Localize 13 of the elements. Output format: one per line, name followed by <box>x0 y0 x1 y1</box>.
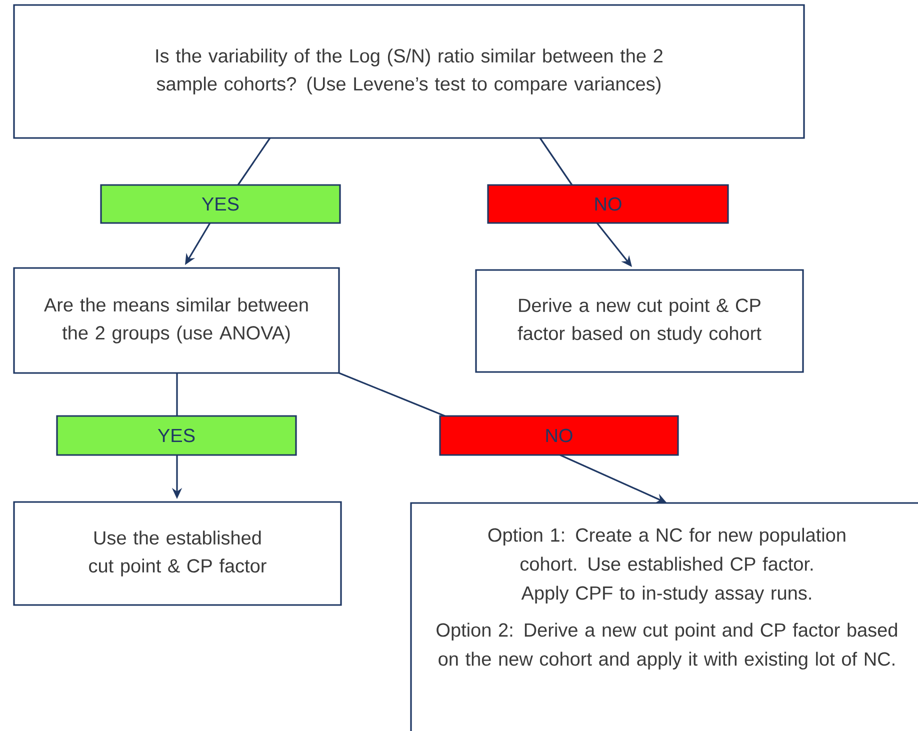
connector <box>539 138 573 186</box>
connector <box>338 372 446 417</box>
outcome-box: Use the established cut point & CP factor <box>13 501 342 606</box>
question-box: Is the variability of the Log (S/N) ratio similar between the 2 sample cohorts? (Use Levene’s test to compare variances) <box>13 4 805 139</box>
question-box: Are the means similar between the 2 groups (use ANOVA) <box>13 267 340 374</box>
answer-tag: NO <box>439 415 679 456</box>
answer-tag: YES <box>56 415 297 456</box>
answer-tag: NO <box>487 184 729 224</box>
answer-tag: YES <box>100 184 341 224</box>
outcome-box: Derive a new cut point & CP factor based on study cohort <box>475 269 804 373</box>
connector <box>237 138 271 186</box>
option-box: Option 1: Create a NC for new population cohort. Use established CP factor. Apply CPF to in-study assay runs. Option 2: Derive a new cut point and CP factor based on the new cohort and apply it with existing lot of NC. <box>410 502 918 731</box>
connector <box>176 373 178 416</box>
